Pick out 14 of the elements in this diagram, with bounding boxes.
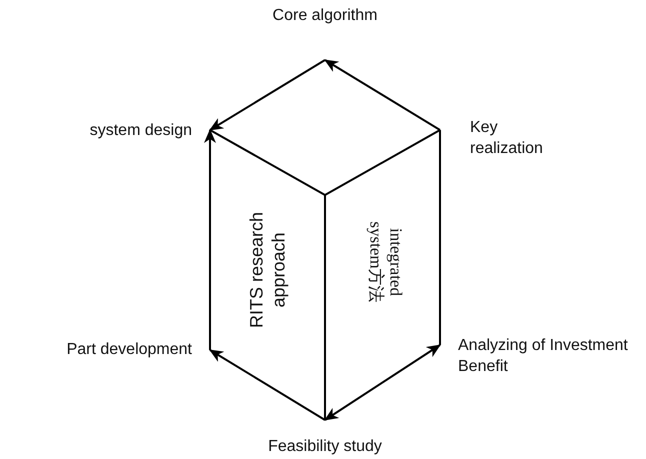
line — [439, 130, 441, 345]
arrow — [324, 59, 441, 131]
vertex-label: Analyzing of Investment Benefit — [440, 336, 644, 386]
arrow — [209, 349, 326, 421]
arrow — [204, 129, 216, 350]
vertex-label: Feasibility study — [240, 420, 410, 458]
face-label: integrated system方法 — [365, 220, 406, 305]
vertex-label: Core algorithm — [245, 6, 405, 60]
vertex-label: Key realization — [440, 118, 570, 164]
arrow — [209, 59, 326, 131]
arrow — [324, 344, 441, 421]
vertex-label: Part development — [8, 340, 210, 360]
vertex-label: system design — [55, 118, 210, 144]
face-label: RITS research approach — [246, 210, 290, 330]
